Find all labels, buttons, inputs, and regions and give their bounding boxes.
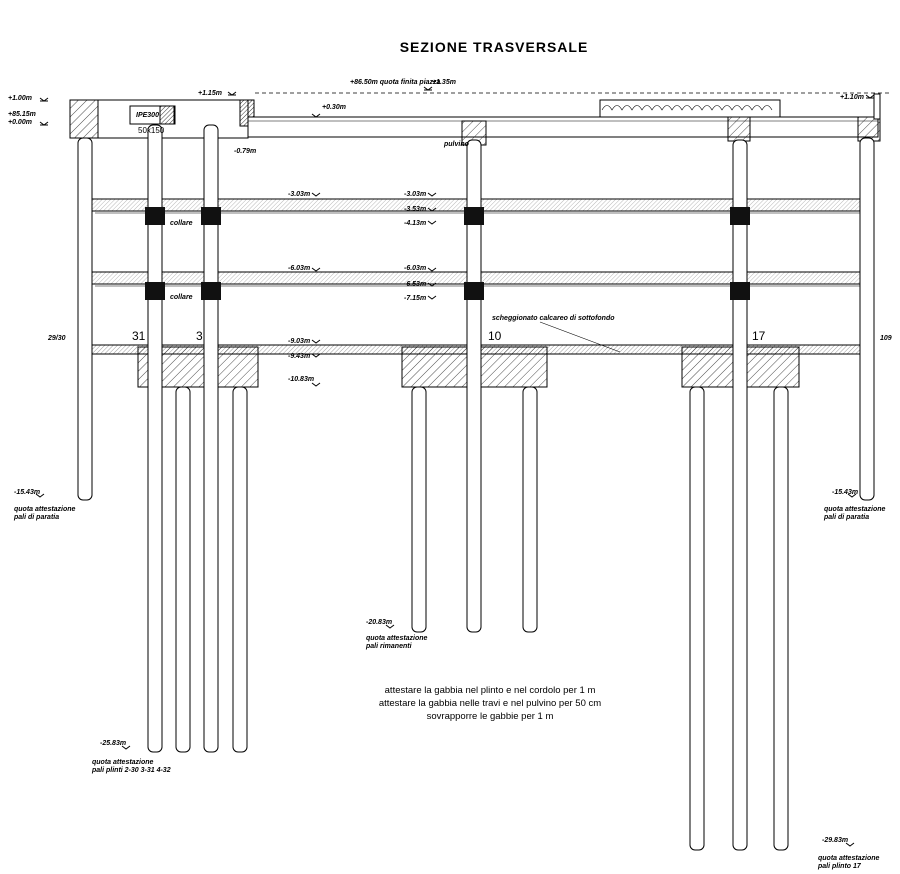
- level-minus713: -7.15m: [404, 295, 426, 302]
- level-minus903: -9.03m: [288, 338, 310, 345]
- pile-paratia-right: [859, 137, 875, 501]
- level-minus943: -9.43m: [288, 353, 310, 360]
- level-minus303a: -3.03m: [288, 191, 310, 198]
- quota-paratia-right-2: pali di paratia: [823, 514, 869, 521]
- quota-plinti-1: quota attestazione: [92, 759, 154, 766]
- piles: [77, 124, 875, 851]
- label-pile-right: 109: [880, 335, 892, 342]
- level-minus303b: -3.03m: [404, 191, 426, 198]
- pile-rim-a: [411, 386, 427, 633]
- level-plus110: +1.10m: [840, 94, 864, 101]
- level-plus135: +1.35m: [432, 79, 456, 86]
- quota-paratia-right-1: quota attestazione: [824, 506, 886, 513]
- level-minus603a: -6.03m: [288, 265, 310, 272]
- level-minus2083: -20.83m: [366, 619, 392, 626]
- level-minus1543b: -15.43m: [832, 489, 858, 496]
- pile-paratia-left: [77, 137, 93, 501]
- note-line-2: attestare la gabbia nelle travi e nel pu…: [379, 698, 601, 709]
- level-plus8515: +85.15m: [8, 111, 36, 118]
- note-line-3: sovrapporre le gabbie per 1 m: [427, 711, 554, 722]
- level-piazza: +86.50m quota finita piazza: [350, 79, 441, 86]
- top-slab: [69, 93, 881, 146]
- level-minus2583: -25.83m: [100, 740, 126, 747]
- label-collare-1: collare: [170, 220, 193, 227]
- level-minus079: -0.79m: [234, 148, 256, 155]
- quota-plinto17-1: quota attestazione: [818, 855, 880, 862]
- deck-ribs: [599, 99, 781, 118]
- label-pulvino: pulvino: [443, 141, 470, 148]
- label-collare-2: collare: [170, 294, 193, 301]
- pile-17-a: [689, 386, 705, 851]
- level-minus413: -4.13m: [404, 220, 426, 227]
- level-minus653: -6.53m: [404, 281, 426, 288]
- label-pile-left: 29/30: [47, 335, 66, 342]
- level-minus353: -3.53m: [404, 206, 426, 213]
- level-minus2983: -29.83m: [822, 837, 848, 844]
- label-scheggionato: scheggionato calcareo di sottofondo: [492, 315, 615, 322]
- level-markers: [35, 86, 875, 847]
- pile-31: [147, 124, 163, 753]
- level-minus1083: -10.83m: [288, 376, 314, 383]
- pile-plinto-b: [232, 386, 248, 753]
- pile-10: [466, 139, 482, 633]
- label-pile-31: 31: [132, 329, 146, 343]
- level-minus1543a: -15.43m: [14, 489, 40, 496]
- label-pile-3: 3: [196, 329, 203, 343]
- note-line-1: attestare la gabbia nel plinto e nel cor…: [385, 685, 596, 696]
- level-minus603b: -6.03m: [404, 265, 426, 272]
- level-plus115: +1.15m: [198, 90, 222, 97]
- collars: [145, 207, 750, 300]
- quota-paratia-left-2: pali di paratia: [13, 514, 59, 521]
- level-plus000: +0.00m: [8, 119, 32, 126]
- pile-plinto-a: [175, 386, 191, 753]
- pile-3: [203, 124, 219, 753]
- level-plus100: +1.00m: [8, 95, 32, 102]
- label-pile-17: 17: [752, 329, 766, 343]
- quota-paratia-left-1: quota attestazione: [14, 506, 76, 513]
- pile-17: [732, 139, 748, 851]
- label-ipe: IPE300: [136, 112, 159, 119]
- quota-plinto17-2: pali plinto 17: [817, 863, 862, 870]
- label-pile-10: 10: [488, 329, 502, 343]
- label-section: 50x150: [138, 126, 165, 135]
- quota-rimanenti-2: pali rimanenti: [365, 643, 413, 650]
- pile-17-b: [773, 386, 789, 851]
- level-plus030: +0.30m: [322, 104, 346, 111]
- pile-rim-b: [522, 386, 538, 633]
- quota-rimanenti-1: quota attestazione: [366, 635, 428, 642]
- quota-plinti-2: pali plinti 2-30 3-31 4-32: [91, 767, 171, 774]
- drawing-title: SEZIONE TRASVERSALE: [400, 39, 589, 55]
- scheggionato-leader: [539, 321, 621, 353]
